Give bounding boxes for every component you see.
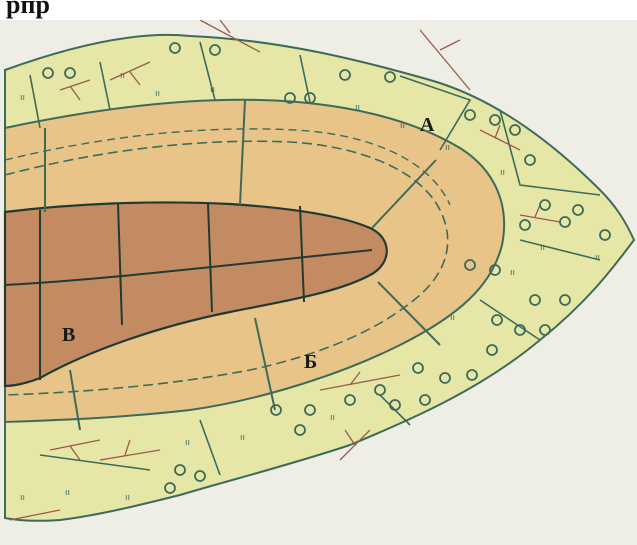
svg-text:ıı: ıı — [510, 268, 515, 278]
svg-text:ıı: ıı — [445, 143, 450, 153]
svg-text:ıı: ıı — [540, 243, 545, 253]
svg-text:ıı: ıı — [185, 438, 190, 448]
svg-text:ıı: ıı — [210, 85, 215, 95]
svg-text:ıı: ıı — [20, 493, 25, 503]
svg-text:ıı: ıı — [450, 313, 455, 323]
svg-text:ıı: ıı — [120, 71, 125, 81]
svg-text:ıı: ıı — [65, 488, 70, 498]
heading-fragment: рпр — [6, 0, 50, 20]
label-a: А — [420, 114, 435, 136]
svg-text:ıı: ıı — [125, 493, 130, 503]
svg-text:ıı: ıı — [400, 121, 405, 131]
svg-text:ıı: ıı — [500, 168, 505, 178]
root-tip-diagram: ıı ıı ıı ıı ıı ıı ıı ıı ıı ıı ıı ıı ıı ıı ıı ıı ıı ı… — [0, 20, 637, 545]
svg-text:ıı: ıı — [155, 89, 160, 99]
label-v: В — [62, 324, 75, 346]
label-b: Б — [304, 351, 317, 373]
svg-text:ıı: ıı — [355, 103, 360, 113]
svg-text:ıı: ıı — [595, 253, 600, 263]
svg-text:ıı: ıı — [20, 93, 25, 103]
svg-text:ıı: ıı — [330, 413, 335, 423]
svg-text:ıı: ıı — [240, 433, 245, 443]
